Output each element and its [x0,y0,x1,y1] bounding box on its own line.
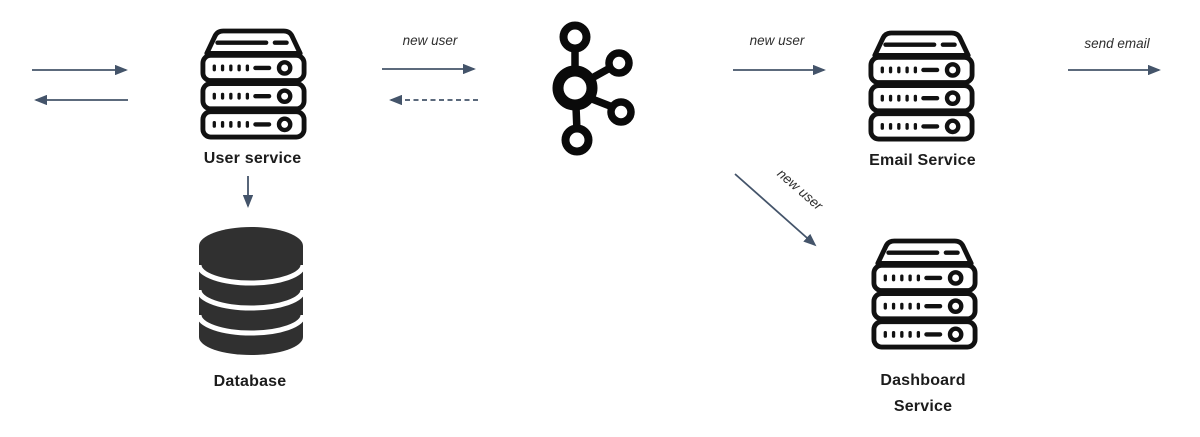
edge-label-kafka-to-email: new user [749,33,805,48]
user-service-label: User service [203,150,302,167]
edge-label-user-to-kafka: new user [402,33,458,48]
kafka-logo-icon [552,21,635,156]
server-icon [871,238,978,351]
database-label: Database [213,373,287,390]
edge-label-send-email: send email [1084,36,1150,51]
server-icon [200,28,307,141]
email-service-label: Email Service [869,152,976,169]
edge-label-kafka-to-dashboard: new user [774,165,826,214]
database-icon [196,227,306,355]
server-icon [868,30,975,143]
dashboard-service-label: Dashboard Service [880,372,966,415]
